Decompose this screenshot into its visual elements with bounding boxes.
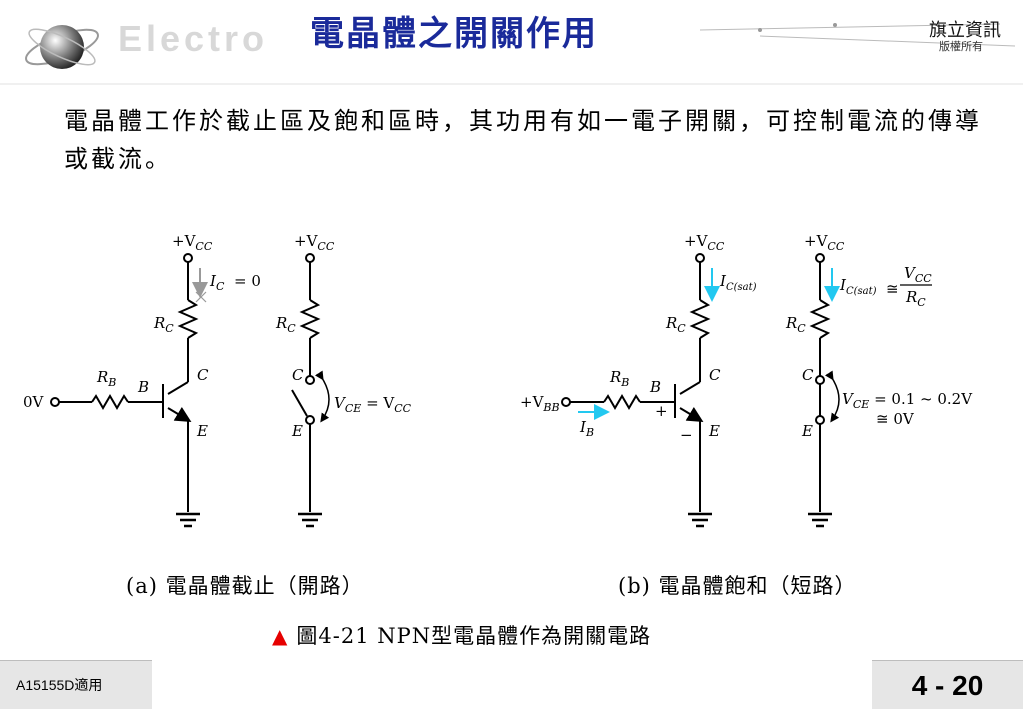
- svg-text:RC: RC: [153, 314, 174, 335]
- svg-text:E: E: [196, 422, 208, 440]
- svg-text:VCE = VCC: VCE = VCC: [334, 394, 412, 415]
- body-paragraph: 電晶體工作於截止區及飽和區時，其功用有如一電子開關，可控制電流的傳導或截流。: [64, 107, 982, 173]
- globe-logo-icon: [25, 25, 99, 69]
- page-title: 電晶體之開關作用: [310, 14, 598, 54]
- svg-text:+VCC: +VCC: [172, 232, 213, 253]
- svg-text:IC: IC: [209, 272, 225, 293]
- publisher-name: 旗立資訊: [929, 20, 1001, 41]
- svg-text:+: +: [655, 402, 668, 420]
- svg-text:0V: 0V: [23, 393, 45, 411]
- svg-text:VCC: VCC: [904, 264, 932, 285]
- svg-text:RC: RC: [275, 314, 296, 335]
- svg-text:−: −: [680, 426, 693, 444]
- caption-cutoff: (a) 電晶體截止（開路）: [126, 574, 364, 598]
- npn-switch-diagram: +VCC +VCC IC = 0 RC RC C C E E RB B 0V V…: [23, 232, 973, 528]
- svg-text:+VBB: +VBB: [520, 393, 560, 414]
- svg-text:RB: RB: [609, 368, 629, 389]
- brand-watermark: Electro: [118, 18, 269, 59]
- svg-text:RC: RC: [905, 288, 926, 309]
- page-number: 4 - 20: [872, 660, 1023, 709]
- svg-text:C: C: [709, 366, 721, 384]
- svg-text:E: E: [291, 422, 303, 440]
- svg-text:IC(sat): IC(sat): [839, 276, 877, 297]
- svg-text:E: E: [708, 422, 720, 440]
- footer-course-code: A15155D適用: [0, 660, 152, 709]
- svg-text:VCE = 0.1 ~ 0.2V: VCE = 0.1 ~ 0.2V: [842, 390, 973, 411]
- ground-icon: [176, 512, 832, 528]
- caption-saturation: (b) 電晶體飽和（短路）: [618, 574, 857, 598]
- svg-text:E: E: [801, 422, 813, 440]
- svg-text:≅ 0V: ≅ 0V: [876, 410, 915, 428]
- triangle-marker-icon: ▲: [272, 624, 289, 648]
- svg-text:+VCC: +VCC: [684, 232, 725, 253]
- svg-text:IC(sat): IC(sat): [719, 272, 757, 293]
- svg-text:B: B: [649, 378, 661, 396]
- svg-text:IB: IB: [579, 418, 594, 439]
- svg-text:RC: RC: [665, 314, 686, 335]
- header-decoration: [0, 23, 1023, 85]
- svg-text:= 0: = 0: [234, 272, 261, 290]
- figure-title-text: 圖4-21 NPN型電晶體作為開關電路: [296, 624, 652, 648]
- svg-text:C: C: [197, 366, 209, 384]
- svg-text:B: B: [137, 378, 149, 396]
- svg-text:≅: ≅: [886, 280, 899, 298]
- figure-title: ▲ 圖4-21 NPN型電晶體作為開關電路: [272, 620, 651, 650]
- svg-text:RC: RC: [785, 314, 806, 335]
- copyright-note: 版權所有: [939, 40, 983, 53]
- svg-text:C: C: [802, 366, 814, 384]
- svg-text:+VCC: +VCC: [294, 232, 335, 253]
- svg-text:C: C: [292, 366, 304, 384]
- svg-text:RB: RB: [96, 368, 116, 389]
- svg-text:+VCC: +VCC: [804, 232, 845, 253]
